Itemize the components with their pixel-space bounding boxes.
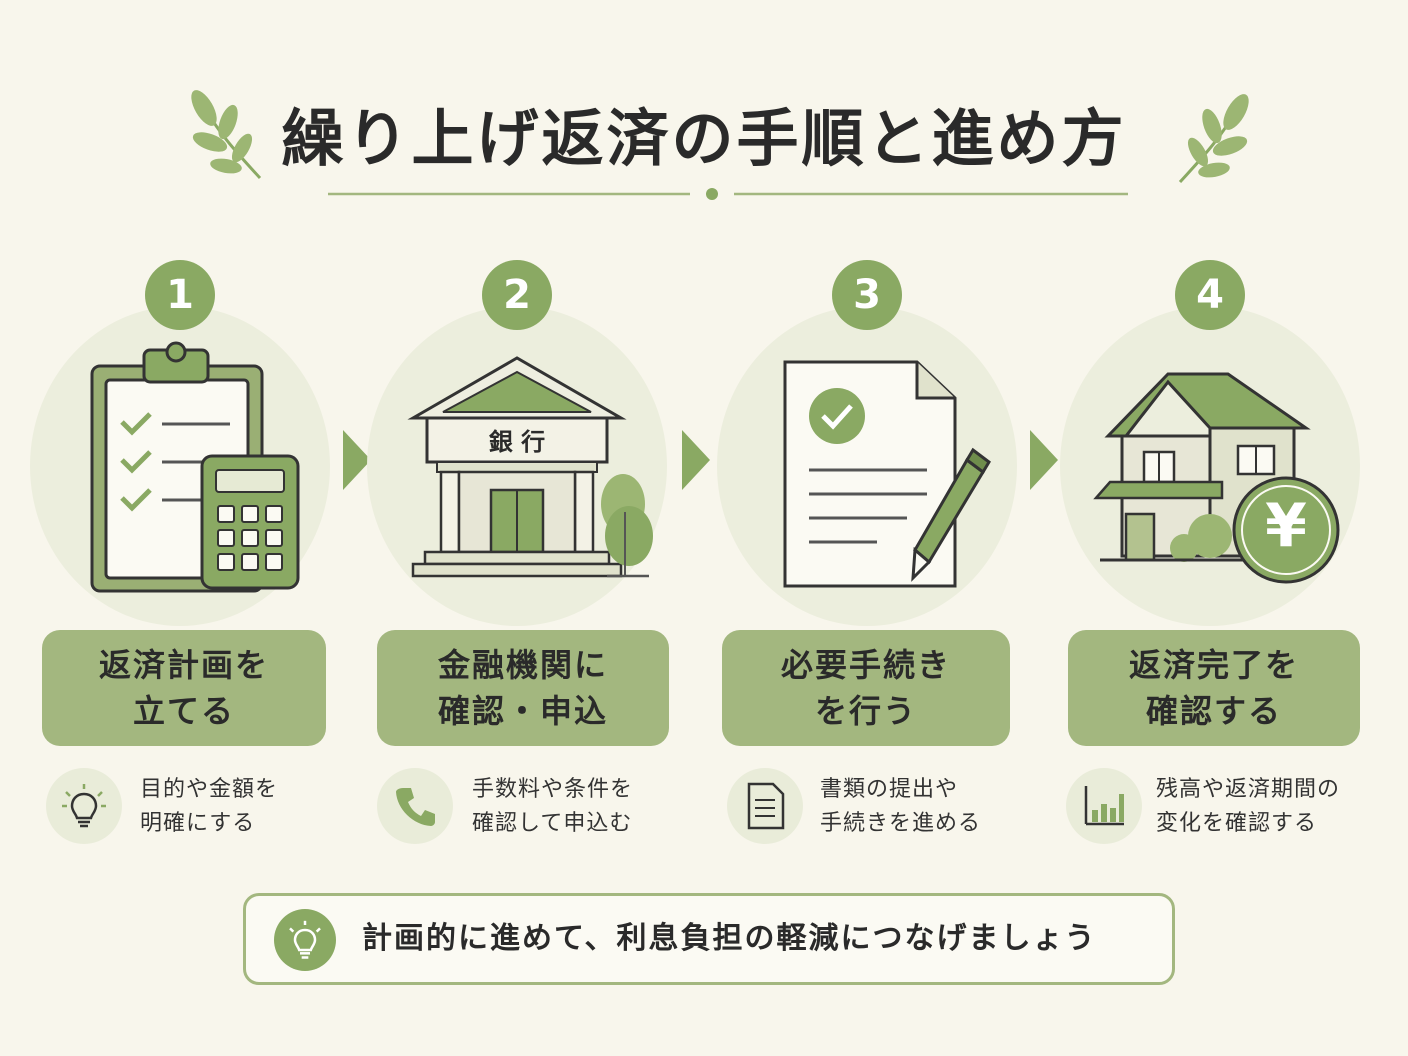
file-icon [747,782,785,830]
leaf-left-icon [191,90,262,180]
lightbulb-icon [62,784,106,828]
step-2-label: 金融機関に 確認・申込 [377,630,669,746]
step-1-note-icon-wrap [46,768,122,844]
document-icon [783,360,991,588]
step-4-note: 残高や返済期間の 変化を確認する [1156,777,1341,836]
step-1: 1 返済計画を 立てる [10,256,350,856]
step-1-label: 返済計画を 立てる [42,630,326,746]
leaf-right-icon [1178,94,1249,184]
calculator-icon [200,454,300,590]
step-3-note: 書類の提出や 手続きを進める [820,777,982,836]
step-3-note-icon-wrap [727,768,803,844]
yen-coin-icon [1232,476,1340,584]
step-1-note: 目的や金額を 明確にする [140,777,279,836]
step-2-number: 2 [482,260,552,330]
arrow-3-icon [1030,430,1058,490]
step-4-note-icon-wrap [1066,768,1142,844]
step-4-label: 返済完了を 確認する [1068,630,1360,746]
title-divider [328,188,1128,200]
lightbulb-icon [289,920,321,959]
house-icon [1093,372,1340,584]
step-2: 2 銀 行 金融機関に 確認・申込 手数料や条件を 確認して申込む [347,256,687,856]
yen-symbol: ¥ [1265,491,1307,561]
clipboard-icon [90,341,300,593]
bar-chart-icon [1084,786,1124,826]
step-4: 4 ¥ 返済完了を 確認する 残高や返済期間の 変化を確認する [1040,256,1380,856]
banner-text: 計画的に進めて、利息負担の軽減につなげましょう [362,921,1097,956]
pen-icon [911,447,991,582]
phone-icon [396,788,435,826]
step-1-number: 1 [145,260,215,330]
arrow-1-icon [343,430,371,490]
step-4-number: 4 [1175,260,1245,330]
banner-icon-wrap [274,909,336,971]
summary-banner: 計画的に進めて、利息負担の軽減につなげましょう [243,893,1175,985]
bank-icon [407,356,653,578]
step-3-label: 必要手続き を行う [722,630,1010,746]
step-3-number: 3 [832,260,902,330]
bank-sign: 銀 行 [488,428,546,456]
arrow-2-icon [682,430,710,490]
step-3: 3 必要手続き を行う 書類の提出や 手続きを進める [697,256,1037,856]
page-title: 繰り上げ返済の手順と進め方 [281,102,1127,175]
step-2-note: 手数料や条件を 確認して申込む [472,777,634,836]
step-2-note-icon-wrap [377,768,453,844]
